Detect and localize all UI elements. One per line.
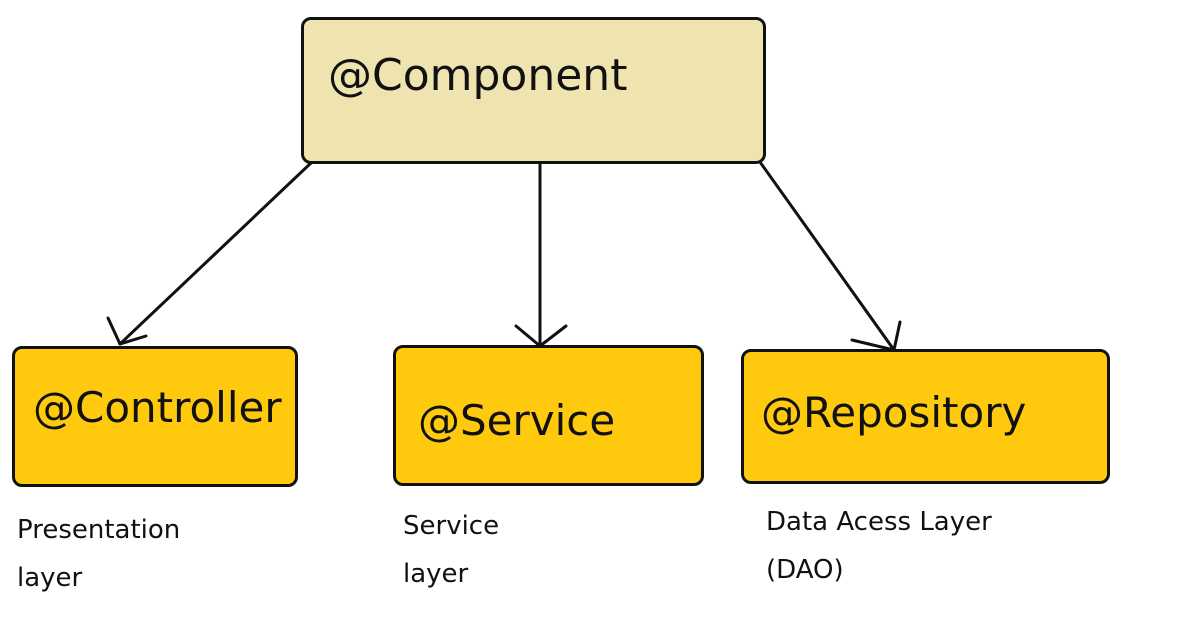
caption-line: Presentation xyxy=(17,515,181,545)
repository-label: @Repository xyxy=(761,388,1027,437)
service-box: @Service xyxy=(393,345,704,486)
caption-line: layer xyxy=(403,559,469,589)
component-label: @Component xyxy=(328,50,628,101)
caption-line: (DAO) xyxy=(766,555,844,585)
arrow-component-to-controller xyxy=(106,160,314,346)
presentation-layer-caption: Presentation layer xyxy=(17,506,180,602)
component-box: @Component xyxy=(301,17,766,164)
service-label: @Service xyxy=(418,396,616,445)
caption-line: layer xyxy=(17,563,83,593)
controller-box: @Controller xyxy=(12,346,298,487)
repository-box: @Repository xyxy=(741,349,1110,484)
controller-label: @Controller xyxy=(33,383,282,432)
caption-line: Service xyxy=(403,511,500,541)
service-layer-caption: Service layer xyxy=(403,502,499,598)
arrow-component-to-service xyxy=(514,162,568,348)
arrow-component-to-repository xyxy=(758,160,902,352)
caption-line: Data Acess Layer xyxy=(766,507,992,537)
data-access-layer-caption: Data Acess Layer (DAO) xyxy=(766,498,992,594)
